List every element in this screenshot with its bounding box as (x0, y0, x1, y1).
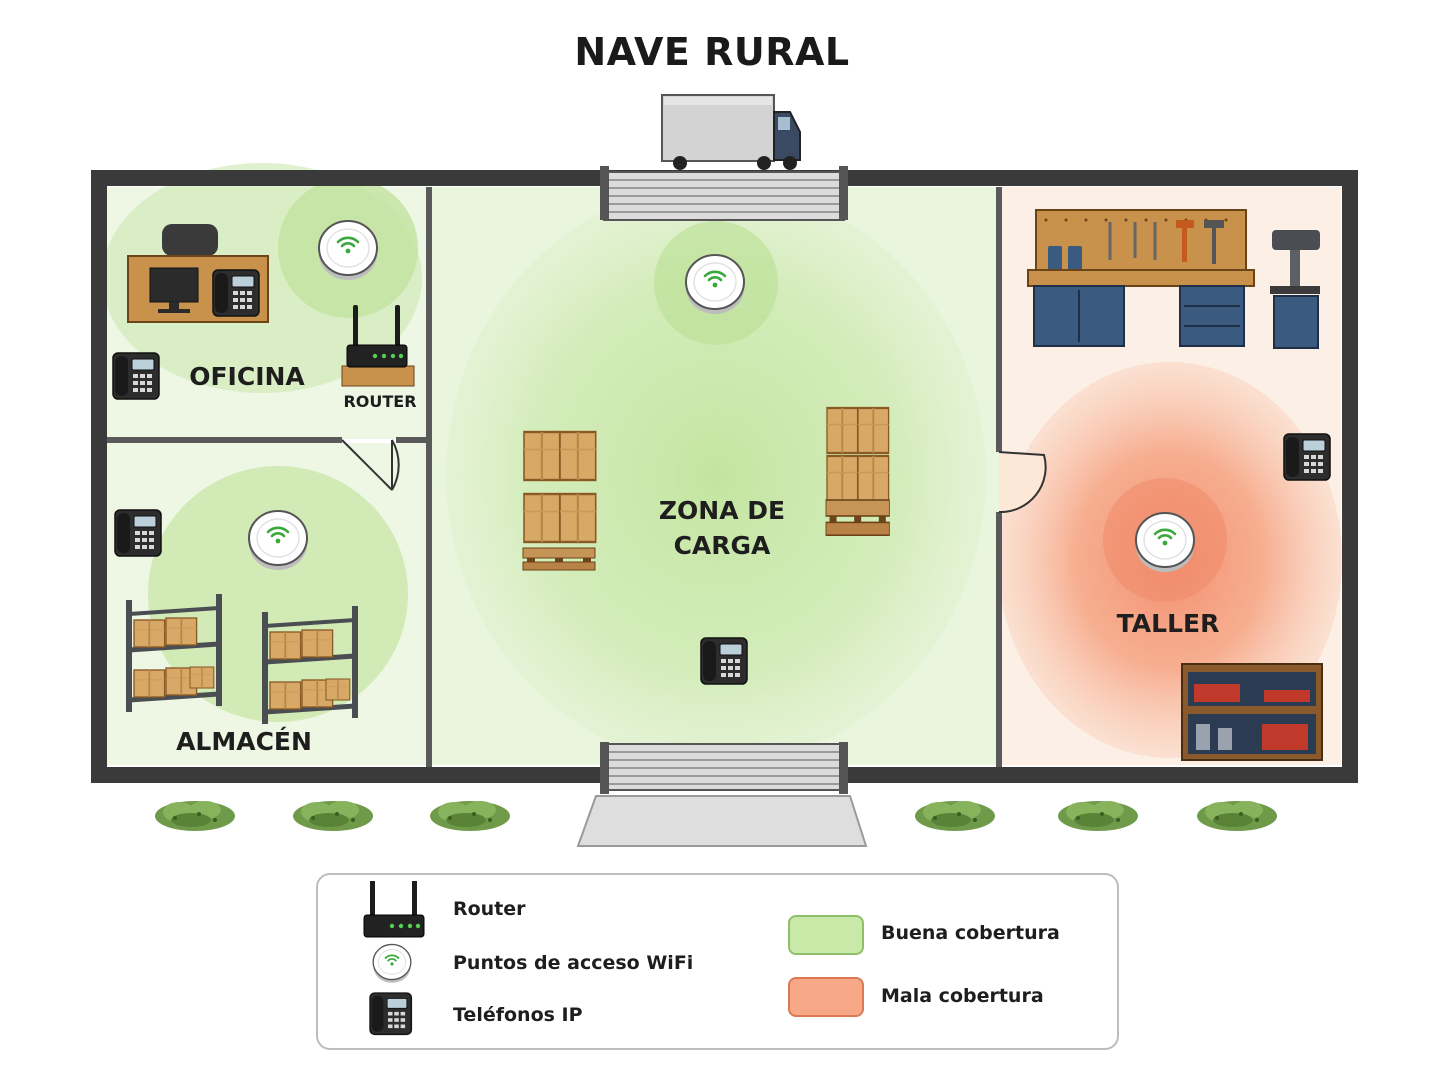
loading-door-bottom (600, 742, 848, 794)
interior-walls (107, 187, 1002, 767)
room-label-oficina: OFICINA (189, 362, 305, 391)
legend-bad-coverage-label: Mala cobertura (881, 985, 1044, 1007)
pallet-stack (522, 430, 598, 571)
tool-cabinet (1181, 663, 1323, 761)
ip-phone-icon (112, 352, 160, 400)
pallet-stack (825, 406, 891, 537)
legend-good-coverage-label: Buena cobertura (881, 922, 1060, 944)
bad-coverage-swatch (788, 977, 864, 1017)
ip-phone-icon (700, 637, 748, 685)
loading-ramp (576, 795, 868, 847)
room-label-taller: TALLER (1117, 609, 1220, 638)
legend-access-points-label: Puntos de acceso WiFi (453, 952, 694, 974)
wifi-access-point-icon (372, 943, 412, 984)
room-label-zona-carga-line1: ZONA DE (659, 496, 785, 525)
drill-press (1270, 230, 1320, 349)
wifi-access-point-icon (684, 253, 746, 316)
wifi-access-point-icon (317, 219, 379, 282)
wifi-access-point-icon (1134, 511, 1196, 574)
room-label-almacen: ALMACÉN (176, 727, 312, 756)
router-icon (363, 881, 425, 938)
router-icon (341, 304, 415, 387)
router-label: ROUTER (343, 392, 416, 411)
workbench (1027, 209, 1255, 347)
legend: Router Puntos de acceso WiFi Teléfonos I… (316, 873, 1119, 1050)
ip-phone-icon (212, 269, 260, 317)
coverage-zona-carga (446, 185, 986, 765)
ip-phone-icon (114, 509, 162, 557)
ip-phone-icon (1283, 433, 1331, 481)
ip-phone-icon (369, 992, 413, 1036)
legend-router-label: Router (453, 898, 526, 920)
door-taller (998, 451, 1047, 514)
room-label-zona-carga-line2: CARGA (674, 531, 771, 560)
legend-ip-phones-label: Teléfonos IP (453, 1004, 583, 1026)
wifi-access-point-icon (247, 509, 309, 572)
door-oficina (341, 439, 400, 491)
truck-icon (661, 94, 801, 170)
page-title: NAVE RURAL (574, 30, 850, 74)
loading-door-top (600, 166, 848, 221)
good-coverage-swatch (788, 915, 864, 955)
